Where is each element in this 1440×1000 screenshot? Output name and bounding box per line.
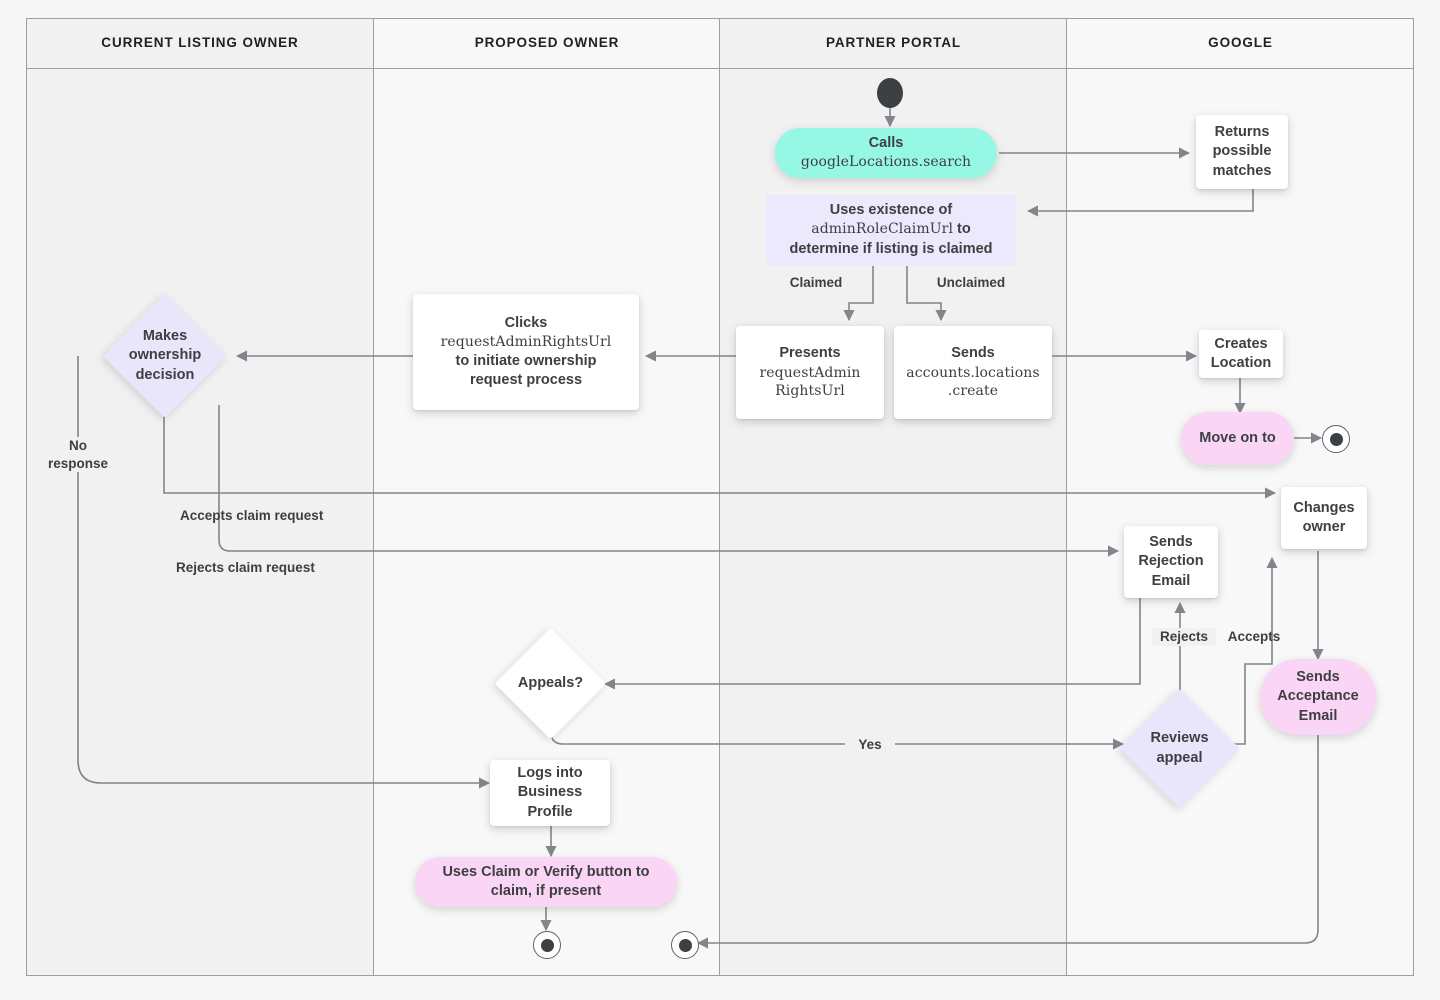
end-node-proposed-owner-acceptance bbox=[671, 931, 699, 959]
node-calls-line1: Calls bbox=[868, 135, 904, 152]
presents-line1: Presents bbox=[779, 345, 841, 362]
edge-label-accepts-claim-request: Accepts claim request bbox=[180, 508, 324, 523]
end-node-dot bbox=[678, 938, 692, 952]
presents-line3: RightsUrl bbox=[775, 383, 845, 400]
end-node-proposed-owner bbox=[533, 931, 561, 959]
node-reviews-appeal[interactable]: Reviews appeal bbox=[1119, 688, 1240, 809]
node-uses-existence-admin-role-claim-url: Uses existence of adminRoleClaimUrl to d… bbox=[766, 195, 1016, 265]
clicks-line2: requestAdminRightsUrl bbox=[440, 334, 612, 351]
reviews-appeal-label: Reviews appeal bbox=[1150, 730, 1209, 766]
node-move-on-to[interactable]: Move on to bbox=[1181, 412, 1294, 465]
clicks-line4: request process bbox=[469, 371, 583, 388]
lane-title-google: GOOGLE bbox=[1208, 35, 1273, 50]
node-calls-google-locations-search[interactable]: Calls googleLocations.search bbox=[775, 128, 997, 178]
note-line1: Uses existence of bbox=[829, 202, 953, 219]
node-appeals-decision[interactable]: Appeals? bbox=[494, 627, 607, 740]
node-returns-possible-matches[interactable]: Returns possible matches bbox=[1196, 115, 1288, 189]
node-clicks-request-admin-rights-url[interactable]: Clicks requestAdminRightsUrl to initiate… bbox=[413, 294, 639, 410]
presents-line2: requestAdmin bbox=[759, 364, 861, 381]
lane-proposed-owner bbox=[374, 18, 720, 976]
note-line2-tail: to bbox=[953, 221, 971, 238]
edge-label-no-response: No response bbox=[32, 437, 124, 473]
edge-label-rejects: Rejects bbox=[1152, 628, 1216, 646]
appeals-label: Appeals? bbox=[517, 674, 584, 691]
edge-label-yes: Yes bbox=[845, 736, 895, 754]
edge-label-accepts: Accepts bbox=[1227, 629, 1281, 644]
start-node bbox=[877, 78, 903, 108]
note-line3: determine if listing is claimed bbox=[789, 240, 993, 257]
end-node-google bbox=[1322, 425, 1350, 453]
edge-label-unclaimed: Unclaimed bbox=[936, 275, 1006, 290]
note-line2: adminRoleClaimUrl to bbox=[811, 220, 971, 239]
lane-title-proposed-owner: PROPOSED OWNER bbox=[474, 35, 620, 50]
edge-label-rejects-claim-request: Rejects claim request bbox=[176, 560, 315, 575]
sends-line3: .create bbox=[947, 383, 999, 400]
node-logs-into-business-profile[interactable]: Logs into Business Profile bbox=[490, 760, 610, 826]
clicks-line1: Clicks bbox=[504, 315, 548, 332]
clicks-line3: to initiate ownership bbox=[455, 352, 597, 369]
end-node-dot bbox=[540, 938, 554, 952]
node-presents-request-admin-rights-url[interactable]: Presents requestAdmin RightsUrl bbox=[736, 326, 884, 419]
node-sends-accounts-locations-create[interactable]: Sends accounts.locations .create bbox=[894, 326, 1052, 419]
node-changes-owner[interactable]: Changes owner bbox=[1281, 487, 1367, 549]
node-sends-rejection-email[interactable]: Sends Rejection Email bbox=[1124, 526, 1218, 598]
lane-title-current-listing-owner: CURRENT LISTING OWNER bbox=[101, 35, 299, 50]
lane-current-listing-owner bbox=[26, 18, 374, 976]
node-makes-ownership-decision[interactable]: Makes ownership decision bbox=[102, 293, 228, 419]
node-creates-location[interactable]: Creates Location bbox=[1199, 330, 1283, 378]
node-uses-claim-or-verify-button[interactable]: Uses Claim or Verify button to claim, if… bbox=[415, 857, 677, 907]
sends-line1: Sends bbox=[951, 345, 995, 362]
edge-label-claimed: Claimed bbox=[789, 275, 843, 290]
node-calls-line2: googleLocations.search bbox=[800, 154, 972, 171]
swimlane-header-rule bbox=[26, 68, 1414, 69]
note-line2-mono: adminRoleClaimUrl bbox=[811, 221, 954, 238]
sends-line2: accounts.locations bbox=[906, 364, 1040, 381]
node-sends-acceptance-email[interactable]: Sends Acceptance Email bbox=[1260, 659, 1376, 735]
lane-title-partner-portal: PARTNER PORTAL bbox=[825, 35, 962, 50]
decision-label: Makes ownership decision bbox=[128, 328, 202, 383]
end-node-dot bbox=[1329, 432, 1343, 446]
